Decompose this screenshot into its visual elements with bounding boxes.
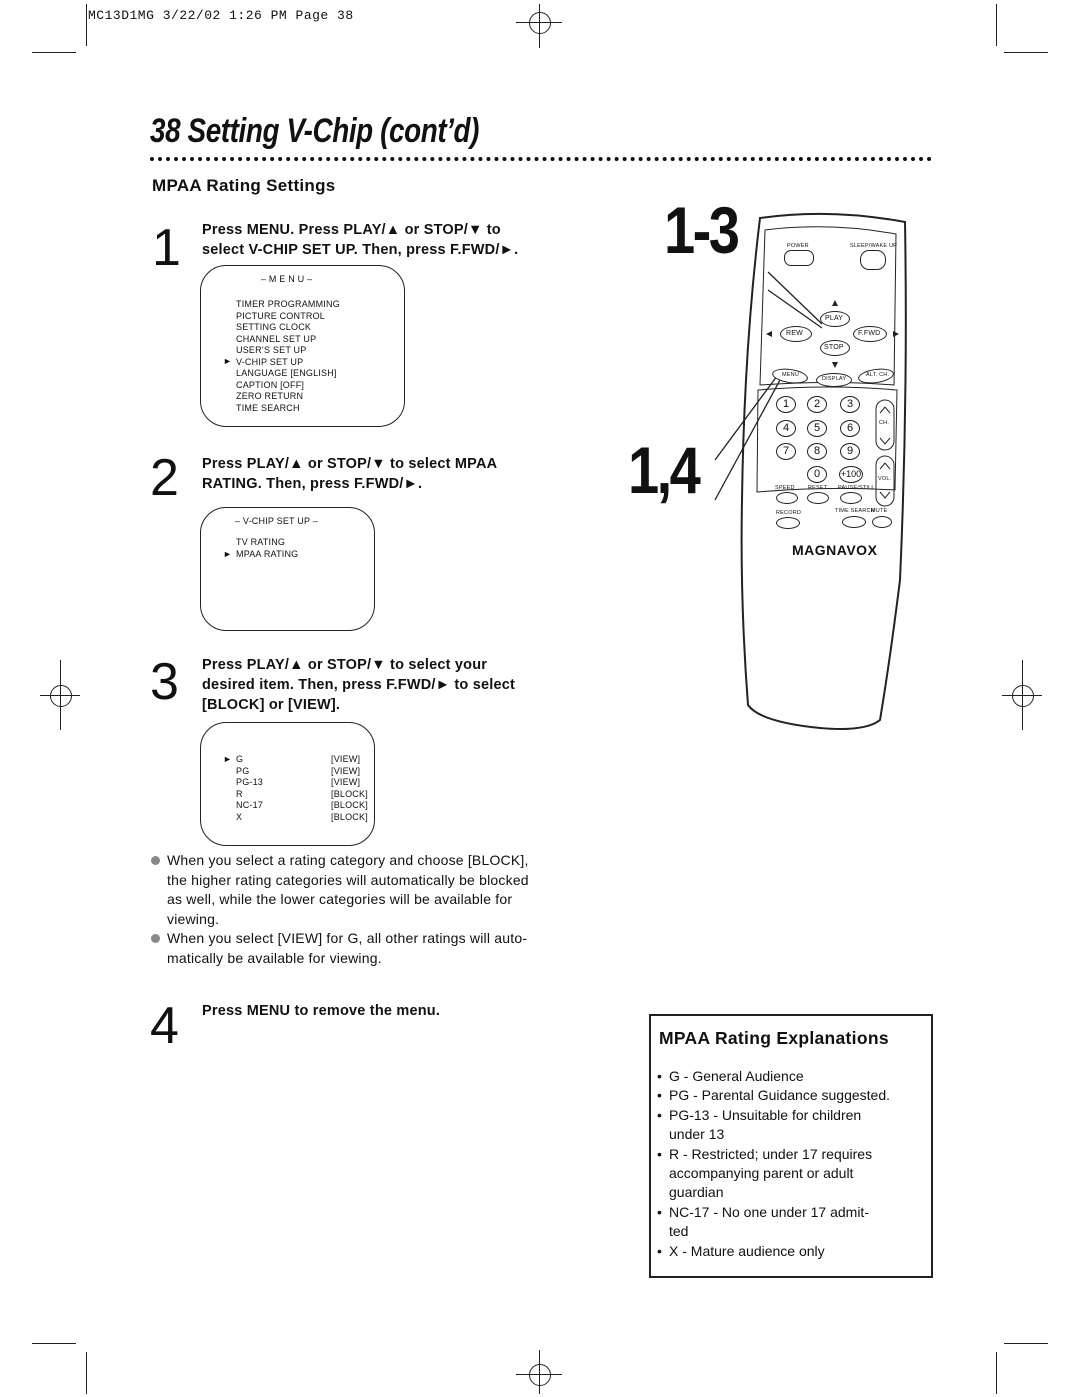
display-label: DISPLAY <box>822 376 847 382</box>
list-item: •NC-17 - No one under 17 admit-ted <box>657 1203 869 1240</box>
rating-screen: ► G PG PG-13 R NC-17 X [VIEW] [VIEW] [VI… <box>200 722 375 846</box>
rating-value: [BLOCK] <box>331 788 368 799</box>
step-number: 2 <box>150 449 179 507</box>
rew-label: REW <box>786 330 803 337</box>
key-4-button[interactable]: 4 <box>776 420 796 437</box>
menu-label: MENU <box>782 372 799 378</box>
step-3-text: Press PLAY/▲ or STOP/▼ to select your de… <box>202 657 516 713</box>
rating-names: G PG PG-13 R NC-17 X <box>236 754 263 823</box>
ffwd-label: F.FWD <box>858 330 881 337</box>
mute-button[interactable] <box>872 516 892 528</box>
key-0-button[interactable]: 0 <box>807 466 827 483</box>
record-label: RECORD <box>776 510 802 516</box>
play-button[interactable] <box>820 311 850 327</box>
pause-still-button[interactable] <box>840 492 862 504</box>
rating-value: [BLOCK] <box>331 811 368 822</box>
rating-name: NC-17 <box>236 800 264 810</box>
cursor-arrow-icon: ► <box>223 356 233 366</box>
ffwd-button[interactable] <box>853 326 887 342</box>
remote-outline-icon <box>714 212 907 730</box>
title-divider <box>150 157 932 161</box>
section-title: MPAA Rating Settings <box>152 176 336 195</box>
record-button[interactable] <box>776 517 800 529</box>
callout-steps-1-3: 1-3 <box>664 193 740 267</box>
key-9-button[interactable]: 9 <box>840 443 860 460</box>
reset-button[interactable] <box>807 492 829 504</box>
key-plus100-button[interactable]: +100 <box>839 466 863 483</box>
menu-list: TV RATING MPAA RATING <box>236 537 299 559</box>
explanations-list: •G - General Audience •PG - Parental Gui… <box>657 1067 925 1261</box>
menu-list: TIMER PROGRAMMING PICTURE CONTROL SETTIN… <box>236 299 340 413</box>
vchip-screen: – V-CHIP SET UP – TV RATING MPAA RATING … <box>200 507 375 631</box>
step-number: 1 <box>152 219 181 277</box>
speed-label: SPEED <box>775 485 795 491</box>
rating-name: PG <box>236 765 250 776</box>
key-1-button[interactable]: 1 <box>776 396 796 413</box>
key-8-button[interactable]: 8 <box>807 443 827 460</box>
step-4-text: Press MENU to remove the menu. <box>202 1003 441 1019</box>
rating-value: [BLOCK] <box>331 800 368 810</box>
brand-logo: MAGNAVOX <box>792 542 878 558</box>
stop-label: STOP <box>824 344 844 351</box>
callout-steps-1-4: 1,4 <box>628 433 701 507</box>
step-number: 3 <box>150 653 179 711</box>
list-item: •G - General Audience <box>657 1068 804 1084</box>
key-7-button[interactable]: 7 <box>776 443 796 460</box>
cursor-arrow-icon: ► <box>223 754 233 764</box>
list-item: •PG - Parental Guidance suggested. <box>657 1087 891 1104</box>
rew-button[interactable] <box>780 326 812 342</box>
power-button[interactable] <box>784 250 814 266</box>
ch-label: CH. <box>879 420 890 426</box>
stop-button[interactable] <box>820 340 850 356</box>
vol-label: VOL. <box>878 476 892 482</box>
reset-label: RESET <box>808 485 828 491</box>
bullet-icon <box>151 934 160 943</box>
sleep-button[interactable] <box>860 250 886 270</box>
page-title: 38 Setting V-Chip (cont’d) <box>150 112 480 150</box>
rating-name: X <box>236 811 243 822</box>
key-2-button[interactable]: 2 <box>807 396 827 413</box>
list-item: •X - Mature audience only <box>657 1242 825 1259</box>
screen-title: – M E N U – <box>261 274 313 284</box>
note-item: When you select a rating category and ch… <box>150 851 590 929</box>
key-3-button[interactable]: 3 <box>840 396 860 413</box>
pause-label: PAUSE/STILL <box>838 485 875 491</box>
note-item: When you select [VIEW] for G, all other … <box>150 929 590 968</box>
step-number: 4 <box>150 997 179 1055</box>
key-6-button[interactable]: 6 <box>840 420 860 437</box>
power-label: POWER <box>787 243 809 249</box>
bullet-icon <box>151 856 160 865</box>
sleep-label: SLEEP/WAKE UP <box>850 243 898 249</box>
speed-button[interactable] <box>776 492 798 504</box>
rating-name: PG-13 <box>236 777 264 787</box>
rating-value: [VIEW] <box>331 777 361 787</box>
explanations-title: MPAA Rating Explanations <box>659 1028 889 1048</box>
time-search-button[interactable] <box>842 516 866 528</box>
play-label: PLAY <box>825 315 844 322</box>
key-5-button[interactable]: 5 <box>807 420 827 437</box>
cursor-arrow-icon: ► <box>223 548 233 559</box>
mute-label: MUTE <box>871 508 888 514</box>
rating-value: [VIEW] <box>331 765 361 776</box>
rating-value: [VIEW] <box>331 754 361 764</box>
menu-screen: – M E N U – TIMER PROGRAMMING PICTURE CO… <box>200 265 405 427</box>
rating-name: G <box>236 754 244 764</box>
display-button[interactable] <box>816 373 852 387</box>
print-header: MC13D1MG 3/22/02 1:26 PM Page 38 <box>88 8 354 23</box>
time-search-label: TIME SEARCH <box>835 508 875 514</box>
rating-name: R <box>236 788 243 799</box>
explanations-box: MPAA Rating Explanations •G - General Au… <box>649 1014 933 1278</box>
screen-title: – V-CHIP SET UP – <box>235 516 318 526</box>
rating-values: [VIEW] [VIEW] [VIEW] [BLOCK] [BLOCK] [BL… <box>331 754 368 823</box>
step-2-text: Press PLAY/▲ or STOP/▼ to select MPAA RA… <box>202 456 498 492</box>
step-1-text: Press MENU. Press PLAY/▲ or STOP/▼ to se… <box>202 222 519 258</box>
notes: When you select a rating category and ch… <box>150 851 590 968</box>
alt-ch-label: ALT. CH. <box>866 372 890 378</box>
